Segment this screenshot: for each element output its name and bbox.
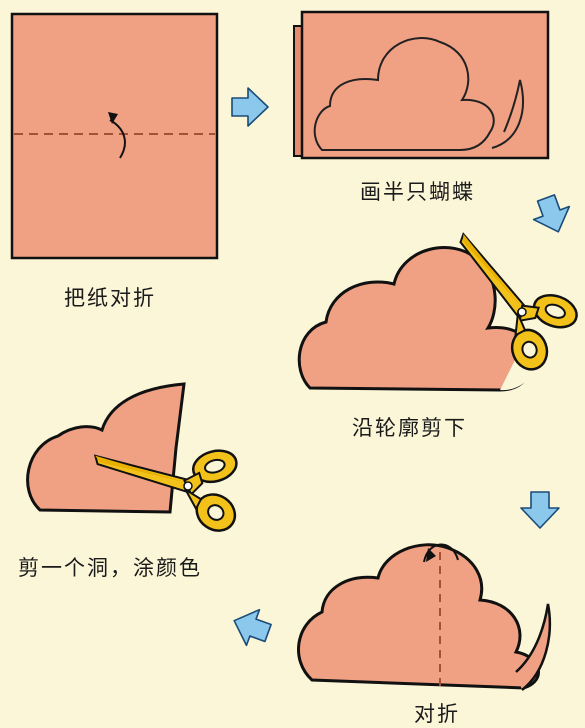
step1-paper — [12, 14, 217, 258]
arrow-down-icon — [521, 492, 559, 528]
step5-cutout — [28, 384, 184, 512]
step3-cutout — [299, 248, 546, 391]
step4-cutout — [299, 544, 550, 690]
caption-step1: 把纸对折 — [64, 282, 156, 312]
arrow-curve-down-icon — [528, 192, 576, 239]
arrow-right-icon — [232, 88, 268, 126]
caption-step5: 剪一个洞，涂颜色 — [18, 552, 202, 582]
caption-step3: 沿轮廓剪下 — [352, 412, 467, 442]
arrow-curve-left-icon — [228, 603, 275, 651]
caption-step2: 画半只蝴蝶 — [360, 176, 475, 206]
step2-paper — [294, 12, 548, 158]
